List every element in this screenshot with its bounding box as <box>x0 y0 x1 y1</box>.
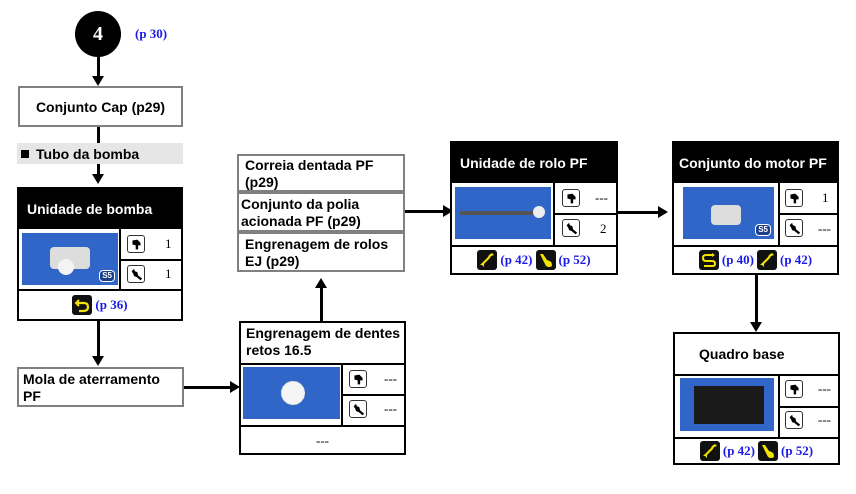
divider <box>241 425 404 427</box>
step-number: 4 <box>93 22 103 45</box>
screw-count: --- <box>818 381 831 396</box>
wrench-icon <box>785 219 803 237</box>
stack-item[interactable]: Correia dentada PF (p29) <box>237 154 405 192</box>
s5-badge: S5 <box>99 270 115 282</box>
connector-line <box>97 164 100 176</box>
arrow-right <box>443 205 453 217</box>
connector-line <box>320 287 323 321</box>
page-ref[interactable]: (p 42) <box>500 252 533 267</box>
wrench-count: 1 <box>165 266 172 281</box>
lubrication-icon <box>535 250 556 270</box>
cap-assembly-label: Conjunto Cap (p29) <box>35 98 166 115</box>
pf-motor-card[interactable]: Conjunto do motor PF S5 1 --- (p 40) (p … <box>672 141 839 275</box>
spur-gear-card[interactable]: Engrenagem de dentes retos 16.5 --- --- … <box>239 321 406 455</box>
s5-badge: S5 <box>755 224 771 236</box>
base-frame-photo <box>680 378 774 431</box>
page-ref[interactable]: (p 42) <box>780 252 813 267</box>
lubrication-icon <box>758 441 778 461</box>
wrench-count: --- <box>818 221 831 236</box>
ground-spring-box[interactable]: Mola de aterramento PF <box>17 367 184 407</box>
base-frame-card[interactable]: Quadro base --- --- (p 42) (p 52) <box>673 332 840 465</box>
screw-count: --- <box>384 371 397 386</box>
page-ref[interactable]: (p 36) <box>95 297 128 312</box>
arrow-down <box>92 174 104 184</box>
arrow-down <box>92 356 104 366</box>
bullet-square-icon <box>21 149 29 158</box>
screw-count: --- <box>595 190 608 205</box>
page-ref[interactable]: (p 40) <box>721 252 754 267</box>
cap-assembly-box[interactable]: Conjunto Cap (p29) <box>18 86 183 127</box>
base-frame-title: Quadro base <box>675 334 838 374</box>
pump-unit-card[interactable]: Unidade de bomba S5 1 1 (p 36) <box>17 187 183 321</box>
connector-line <box>184 386 232 389</box>
screw-icon <box>785 189 803 207</box>
divider <box>341 394 404 396</box>
connector-line <box>97 56 100 78</box>
pump-tube-subitem: Tubo da bomba <box>17 143 183 164</box>
divider <box>241 363 404 365</box>
pf-motor-footer: (p 40) (p 42) <box>674 248 837 272</box>
arrow-right <box>230 381 240 393</box>
routing-icon <box>698 250 719 270</box>
page-ref[interactable]: (p 52) <box>781 443 814 458</box>
divider <box>675 437 838 439</box>
divider <box>675 374 838 376</box>
wrench-icon <box>785 411 803 429</box>
pump-unit-photo: S5 <box>22 233 118 285</box>
connector-line <box>618 211 660 214</box>
screw-icon <box>349 370 367 388</box>
divider <box>452 245 616 247</box>
divider <box>778 213 837 215</box>
wrench-count: 2 <box>600 221 607 236</box>
arrow-down <box>750 322 762 332</box>
connector-line <box>405 210 445 213</box>
step-number-circle: 4 <box>75 11 121 57</box>
spur-gear-footer: --- <box>316 433 329 448</box>
pf-roller-card[interactable]: Unidade de rolo PF --- 2 (p 42) (p 52) <box>450 141 618 275</box>
wrench-icon <box>127 265 145 283</box>
reattach-icon <box>72 295 93 315</box>
divider <box>553 213 616 215</box>
screw-icon <box>127 235 145 253</box>
base-frame-footer: (p 42) (p 52) <box>675 439 838 463</box>
wrench-icon <box>349 400 367 418</box>
adjustment-icon <box>699 441 720 461</box>
start-page-ref[interactable]: (p 30) <box>135 26 168 41</box>
wrench-count: --- <box>384 401 397 416</box>
adjustment-icon <box>477 250 498 270</box>
pump-unit-title: Unidade de bomba <box>19 189 181 229</box>
adjustment-icon <box>757 250 777 270</box>
divider <box>119 259 181 261</box>
connector-line <box>97 321 100 357</box>
page-ref[interactable]: (p 52) <box>558 252 591 267</box>
ground-spring-label: Mola de aterramento PF <box>23 371 160 404</box>
pump-unit-footer: (p 36) <box>19 293 181 317</box>
pf-roller-footer: (p 42) (p 52) <box>452 248 616 272</box>
screw-count: 1 <box>822 190 829 205</box>
connector-line <box>755 275 758 323</box>
screw-count: 1 <box>165 236 172 251</box>
wrench-icon <box>562 219 580 237</box>
page-ref[interactable]: (p 42) <box>722 443 755 458</box>
pf-motor-photo: S5 <box>683 187 774 239</box>
divider <box>674 245 837 247</box>
pf-motor-title: Conjunto do motor PF <box>674 143 837 183</box>
pf-roller-title: Unidade de rolo PF <box>452 143 616 183</box>
divider <box>778 406 838 408</box>
stack-item[interactable]: Engrenagem de rolos EJ (p29) <box>237 232 405 272</box>
spur-gear-title: Engrenagem de dentes retos 16.5 <box>246 325 401 358</box>
arrow-right <box>658 206 668 218</box>
wrench-count: --- <box>818 412 831 427</box>
arrow-down <box>92 76 104 86</box>
screw-icon <box>785 380 803 398</box>
arrow-up <box>315 278 327 288</box>
connector-line <box>97 127 100 143</box>
stack-item[interactable]: Conjunto da polia acionada PF (p29) <box>237 192 405 232</box>
screw-icon <box>562 189 580 207</box>
divider <box>19 289 181 291</box>
spur-gear-photo <box>243 367 340 419</box>
pf-roller-photo <box>455 187 551 239</box>
